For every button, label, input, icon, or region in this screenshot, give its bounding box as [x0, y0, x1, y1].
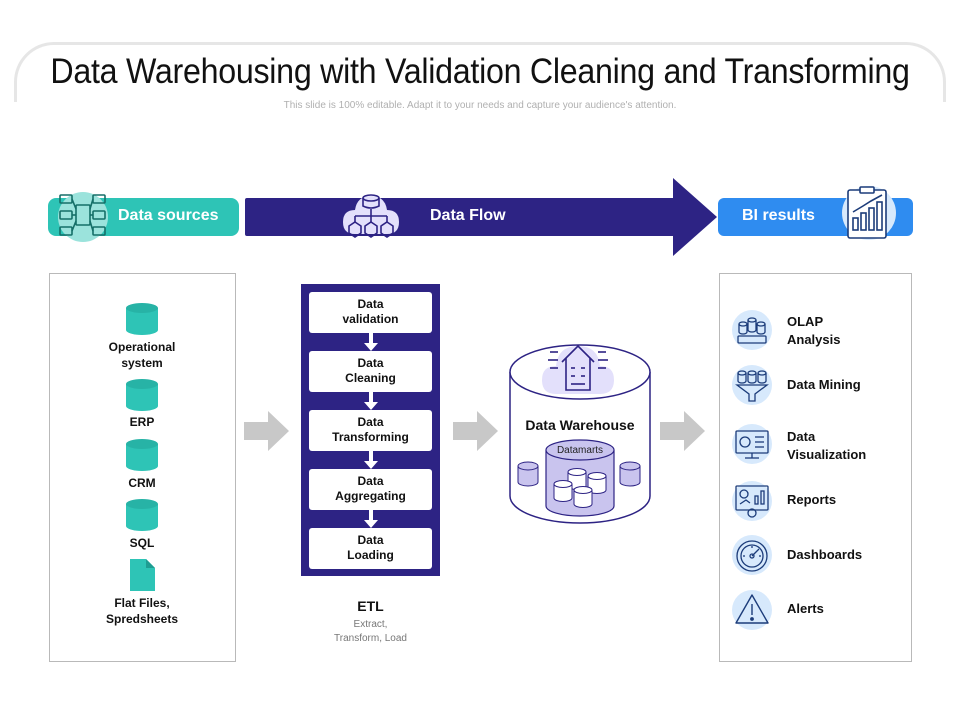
- alert-icon: [731, 589, 773, 636]
- source-label-operational: Operational system: [108, 340, 176, 370]
- database-icon: [125, 302, 159, 341]
- source-label-erp: ERP: [129, 415, 155, 429]
- down-arrow-icon: [364, 451, 378, 474]
- datamarts-label: Datamarts: [556, 445, 604, 456]
- source-label-crm: CRM: [128, 476, 156, 490]
- page-subtitle: This slide is 100% editable. Adapt it to…: [283, 100, 677, 111]
- database-icon: [125, 498, 159, 537]
- data-warehouse-cylinder: [508, 340, 652, 531]
- etl-subtitle: Extract,Transform, Load: [334, 619, 407, 644]
- page-title: Data Warehousing with Validation Cleanin…: [50, 52, 910, 91]
- database-icon: [125, 438, 159, 477]
- database-icon: [125, 378, 159, 417]
- reports-icon: [731, 480, 773, 527]
- etl-title: ETL: [357, 598, 384, 614]
- data-flow-label: Data Flow: [430, 207, 506, 224]
- flow-arrow-right: [244, 411, 290, 456]
- data-flow-icon: [341, 190, 401, 242]
- olap-icon: [731, 309, 773, 356]
- bi-label-data-mining: Data Mining: [787, 377, 861, 392]
- title-frame: [14, 42, 946, 102]
- dashboard-gauge-icon: [731, 534, 773, 581]
- data-flow-arrow: [245, 176, 720, 263]
- flow-arrow-right: [660, 411, 706, 456]
- data-sources-icon: [55, 191, 111, 243]
- bi-label-alerts: Alerts: [787, 601, 824, 616]
- source-label-sql: SQL: [129, 536, 155, 550]
- warehouse-building-icon: [540, 338, 616, 407]
- bi-label-reports: Reports: [787, 492, 837, 507]
- down-arrow-icon: [364, 392, 378, 415]
- bi-results-label: BI results: [742, 207, 815, 224]
- bi-results-chart-icon: [836, 184, 898, 242]
- data-warehouse-label: Data Warehouse: [525, 417, 635, 433]
- data-visualization-icon: [731, 423, 773, 470]
- bi-label-dashboards: Dashboards: [787, 547, 863, 562]
- flow-arrow-right: [453, 411, 499, 456]
- down-arrow-icon: [364, 333, 378, 356]
- source-label-flat-files: Flat Files, Spredsheets: [105, 596, 179, 626]
- data-mining-icon: [731, 364, 773, 411]
- file-icon: [130, 559, 155, 596]
- data-sources-label: Data sources: [118, 207, 219, 224]
- down-arrow-icon: [364, 510, 378, 533]
